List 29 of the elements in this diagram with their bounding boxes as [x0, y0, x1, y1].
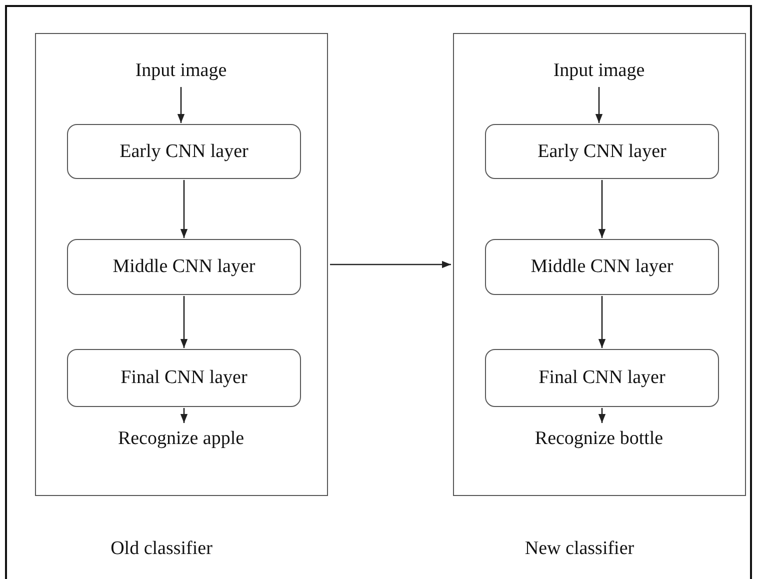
- layer-label: Early CNN layer: [538, 140, 666, 162]
- layer-box: [67, 239, 301, 295]
- flow-text: Input image: [553, 60, 645, 82]
- arrow: [177, 87, 185, 123]
- panel-box: [453, 33, 746, 496]
- panel-box: [35, 33, 328, 496]
- arrow: [330, 260, 451, 268]
- layer-box: [485, 349, 719, 407]
- arrow: [180, 408, 188, 423]
- layer-label: Early CNN layer: [120, 140, 248, 162]
- layer-label: Final CNN layer: [538, 367, 666, 389]
- layer-box: [485, 124, 719, 179]
- arrow: [598, 180, 606, 238]
- panel-caption: New classifier: [524, 538, 634, 560]
- layer-box: [67, 124, 301, 179]
- panel-caption: Old classifier: [110, 538, 212, 560]
- flow-text: Input image: [135, 60, 227, 82]
- flow-text: Recognize bottle: [534, 428, 664, 450]
- arrow: [598, 296, 606, 348]
- arrow: [595, 87, 603, 123]
- layer-label: Middle CNN layer: [112, 256, 256, 278]
- arrow: [180, 296, 188, 348]
- flow-text: Recognize apple: [118, 428, 244, 450]
- layer-label: Final CNN layer: [120, 367, 248, 389]
- arrow: [180, 180, 188, 238]
- layer-label: Middle CNN layer: [530, 256, 674, 278]
- layer-box: [485, 239, 719, 295]
- layer-box: [67, 349, 301, 407]
- arrow: [598, 408, 606, 423]
